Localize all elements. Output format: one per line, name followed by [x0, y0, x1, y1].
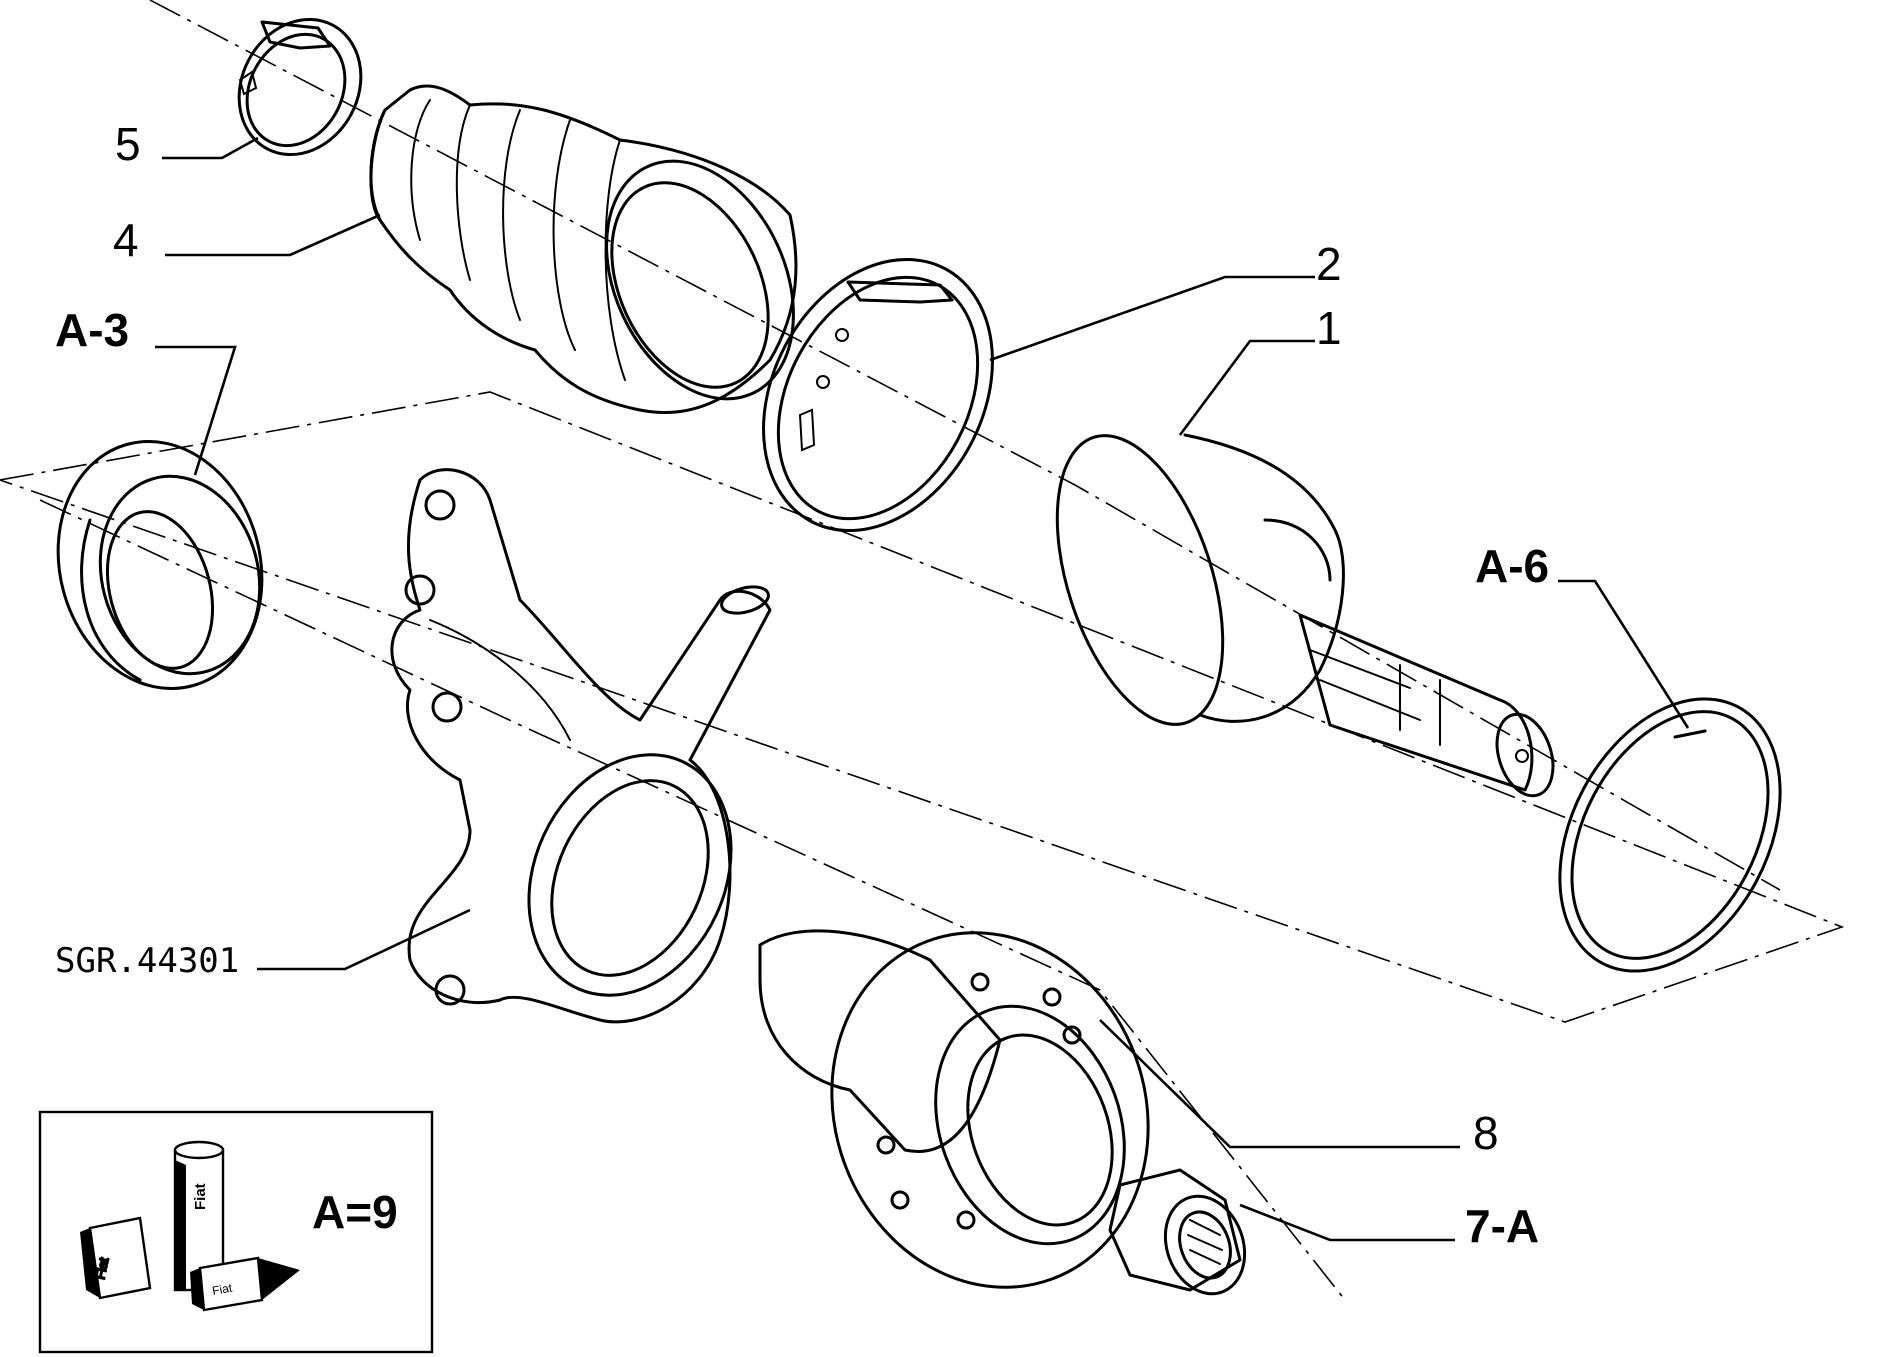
callout-1: 1: [1316, 302, 1342, 354]
product-label-3: Fiat: [211, 1281, 234, 1298]
circlip: [1558, 697, 1782, 973]
cv-joint: [1055, 433, 1555, 798]
callout-8: 8: [1473, 1107, 1499, 1159]
callout-2: 2: [1316, 238, 1342, 290]
hub-nut: [1108, 1168, 1247, 1296]
legend-text: A=9: [312, 1186, 398, 1238]
callout-a3: A-3: [55, 304, 129, 356]
fiat-product-icon: Fiat Fiat Fiat: [80, 1140, 300, 1312]
leader-lines: [155, 136, 1690, 1242]
steering-knuckle: [390, 468, 772, 1024]
callout-4: 4: [113, 214, 139, 266]
drawing-code: SGR.44301: [55, 941, 239, 981]
callout-labels: 5 4 2 1 A-3 A-6 SGR.44301 8 7-A: [55, 118, 1549, 1252]
wheel-hub: [758, 929, 1150, 1289]
callout-7a: 7-A: [1465, 1200, 1539, 1252]
small-ring-clamp: [237, 17, 363, 157]
wheel-bearing: [56, 440, 264, 690]
callout-a6: A-6: [1475, 540, 1549, 592]
lubricant-legend: Fiat Fiat Fiat A=9: [38, 1110, 434, 1354]
reference-plane: [0, 391, 1845, 1023]
product-label-2: Fiat: [192, 1183, 209, 1210]
axis-lines: [39, 0, 1781, 1301]
rubber-boot: [369, 84, 798, 415]
legend-frame: [38, 1110, 434, 1354]
product-label-1: Fiat: [92, 1256, 111, 1281]
callout-5: 5: [115, 118, 141, 170]
large-ring-clamp: [762, 257, 994, 533]
